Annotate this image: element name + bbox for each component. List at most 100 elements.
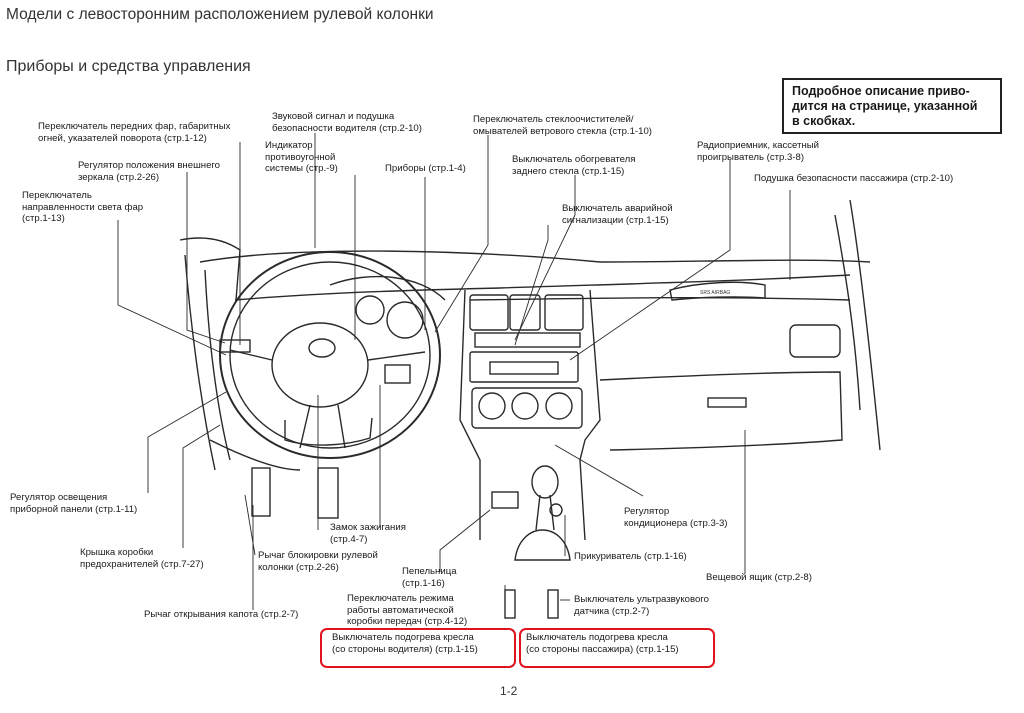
highlight-box-driver bbox=[320, 628, 516, 668]
callout-line: Радиоприемник, кассетный bbox=[697, 140, 820, 151]
callout-headlamp-switch: Переключатель передних фар, габаритных о… bbox=[38, 121, 230, 144]
steering-hub bbox=[271, 322, 369, 408]
callout-beam-switch: Переключатель направленности света фар (… bbox=[22, 190, 143, 225]
airbag-lid bbox=[669, 281, 766, 301]
windshield-top bbox=[199, 250, 871, 263]
callout-line: Индикатор bbox=[265, 140, 313, 151]
callout-line: работы автоматической bbox=[347, 604, 454, 616]
callout-lighter: Прикуриватель (стр.1-16) bbox=[574, 551, 687, 563]
callout-line: огней, указателей поворота (стр.1-12) bbox=[38, 132, 207, 144]
airbag-lid-text: SRS AIRBAG bbox=[700, 290, 730, 296]
callout-line: Крышка коробки bbox=[80, 547, 154, 558]
callout-line: Переключатель передних фар, габаритных bbox=[38, 121, 231, 132]
hvac-knob-1 bbox=[478, 392, 506, 420]
gear-boot bbox=[514, 529, 571, 561]
callout-line: зеркала (стр.2-26) bbox=[78, 171, 160, 183]
vent-mid bbox=[509, 294, 541, 331]
callout-wiper-switch: Переключатель стеклоочистителей/ омывате… bbox=[473, 114, 652, 137]
pedal-1 bbox=[251, 467, 271, 517]
callout-ignition: Замок зажигания (стр.4-7) bbox=[330, 522, 406, 545]
reference-note: Подробное описание приво- дится на стран… bbox=[782, 78, 1002, 134]
callout-line: предохранителей (стр.7-27) bbox=[80, 558, 204, 570]
callout-line: Прикуриватель (стр.1-16) bbox=[574, 551, 687, 562]
callout-sonar: Выключатель ультразвукового датчика (стр… bbox=[574, 594, 709, 617]
callout-line: Замок зажигания bbox=[330, 522, 406, 533]
section-title: Приборы и средства управления bbox=[6, 58, 251, 75]
ashtray-box bbox=[491, 491, 519, 509]
radio-display bbox=[489, 361, 559, 375]
callout-line: заднего стекла (стр.1-15) bbox=[512, 165, 625, 177]
callout-line: Звуковой сигнал и подушка bbox=[272, 111, 395, 122]
callout-instruments: Приборы (стр.1-4) bbox=[385, 163, 466, 175]
center-stack-right bbox=[579, 289, 601, 541]
callout-line: (со стороны пассажира) (стр.1-15) bbox=[526, 643, 679, 655]
right-stalk bbox=[384, 364, 411, 384]
center-stack-left bbox=[459, 289, 481, 540]
gear-stick bbox=[535, 494, 555, 531]
glovebox-handle bbox=[707, 397, 747, 408]
callout-glovebox: Вещевой ящик (стр.2-8) bbox=[706, 572, 812, 584]
callout-mirror-adjust: Регулятор положения внешнего зеркала (ст… bbox=[78, 160, 220, 183]
callout-line: колонки (стр.2-26) bbox=[258, 561, 339, 573]
note-line: дится на странице, указанной bbox=[792, 99, 978, 113]
callout-line: сигнализации (стр.1-15) bbox=[562, 214, 669, 226]
callout-line: Выключатель аварийной bbox=[562, 203, 673, 214]
left-a-pillar bbox=[179, 237, 241, 301]
callout-line: Выключатель подогрева кресла bbox=[332, 632, 474, 643]
callout-line: Приборы (стр.1-4) bbox=[385, 163, 466, 174]
callout-line: противоугонной bbox=[265, 151, 336, 163]
left-stalk bbox=[219, 339, 251, 353]
callout-line: Подушка безопасности пассажира (стр.2-10… bbox=[754, 173, 954, 184]
callout-line: кондиционера (стр.3-3) bbox=[624, 517, 728, 529]
callout-line: Переключатель режима bbox=[347, 593, 454, 604]
lower-panel bbox=[209, 439, 301, 471]
callout-seat-heat-driver: Выключатель подогрева кресла (со стороны… bbox=[332, 632, 478, 655]
right-a-pillar-inner bbox=[834, 214, 861, 411]
seat-switch-pass bbox=[547, 589, 559, 619]
callout-line: Рычаг блокировки рулевой bbox=[258, 550, 378, 561]
vent-left bbox=[469, 294, 509, 331]
callout-line: Регулятор освещения bbox=[10, 492, 108, 503]
callout-steering-lock: Рычаг блокировки рулевой колонки (стр.2-… bbox=[258, 550, 378, 573]
callout-line: Регулятор положения внешнего bbox=[78, 160, 221, 171]
callout-line: Вещевой ящик (стр.2-8) bbox=[706, 572, 812, 583]
callout-line: приборной панели (стр.1-11) bbox=[10, 503, 138, 515]
callout-line: Выключатель ультразвукового bbox=[574, 594, 709, 605]
callout-line: Пепельница bbox=[402, 566, 457, 577]
dashboard-top bbox=[234, 274, 851, 301]
callout-ashtray: Пепельница (стр.1-16) bbox=[402, 566, 457, 589]
hvac-knob-3 bbox=[545, 392, 573, 420]
leader-lines bbox=[117, 133, 791, 610]
callout-line: проигрыватель (стр.3-8) bbox=[697, 151, 805, 163]
callout-line: безопасности водителя (стр.2-10) bbox=[272, 122, 422, 134]
radio-unit bbox=[469, 351, 579, 383]
callout-dash-light: Регулятор освещения приборной панели (ст… bbox=[10, 492, 137, 515]
callout-line: Рычаг открывания капота (стр.2-7) bbox=[144, 609, 299, 620]
instrument-hood bbox=[329, 275, 446, 301]
gear-knob bbox=[531, 465, 559, 499]
passenger-vent bbox=[789, 324, 841, 358]
seat-switch-driver bbox=[504, 589, 516, 619]
lighter-socket bbox=[549, 503, 563, 517]
hvac-panel bbox=[471, 387, 583, 429]
callout-pass-airbag: Подушка безопасности пассажира (стр.2-10… bbox=[754, 173, 953, 185]
hvac-knob-2 bbox=[511, 392, 539, 420]
callout-seat-heat-pass: Выключатель подогрева кресла (со стороны… bbox=[526, 632, 679, 655]
callout-line: (стр.1-16) bbox=[402, 577, 445, 589]
callout-line: омывателей ветрового стекла (стр.1-10) bbox=[473, 125, 652, 137]
page-number: 1-2 bbox=[500, 684, 518, 698]
steering-logo bbox=[308, 338, 336, 358]
gauge-right bbox=[386, 301, 424, 339]
callout-ac: Регулятор кондиционера (стр.3-3) bbox=[624, 506, 728, 529]
callout-hood-release: Рычаг открывания капота (стр.2-7) bbox=[144, 609, 298, 621]
callout-radio: Радиоприемник, кассетный проигрыватель (… bbox=[697, 140, 819, 163]
steering-spokes bbox=[229, 349, 426, 449]
steering-wheel-rim-inner bbox=[229, 261, 431, 449]
callout-line: системы (стр.-9) bbox=[265, 163, 338, 174]
callout-gear-mode: Переключатель режима работы автоматическ… bbox=[347, 593, 467, 628]
switch-row bbox=[474, 332, 581, 348]
right-a-pillar bbox=[849, 199, 881, 451]
callout-line: коробки передач (стр.4-12) bbox=[347, 616, 468, 627]
callout-antitheft: Индикатор противоугонной системы (стр.-9… bbox=[265, 140, 338, 175]
